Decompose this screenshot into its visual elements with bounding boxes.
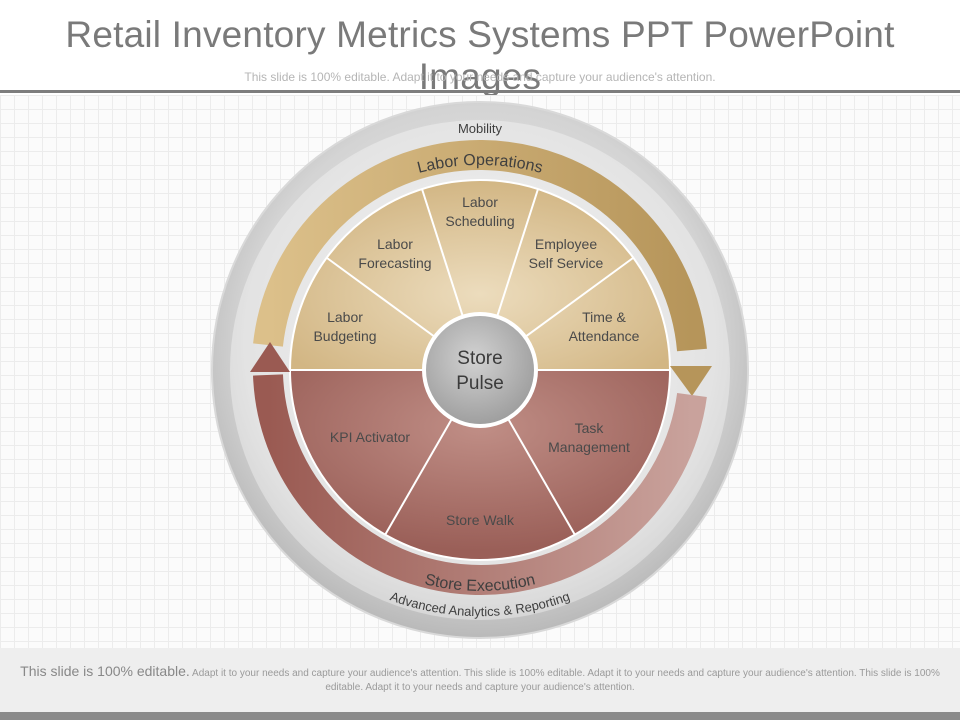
title-divider — [0, 90, 960, 93]
hub-label-line-2: Pulse — [456, 373, 504, 394]
outer-ring-top-label: Mobility — [458, 121, 503, 136]
store-execution-label: Store Execution — [423, 571, 537, 595]
retail-metrics-diagram: Mobility Labor Operations Store Executio… — [211, 101, 749, 639]
slide-title: Retail Inventory Metrics Systems PPT Pow… — [65, 14, 895, 97]
store-execution-arrowhead — [250, 342, 290, 372]
segment-store-walk: Store Walk — [446, 512, 515, 528]
footer-lead: This slide is 100% editable. — [20, 663, 190, 679]
footer-text: This slide is 100% editable. Adapt it to… — [20, 664, 940, 695]
segment-labor-budgeting-line-1: Labor — [327, 309, 363, 325]
segment-labor-scheduling-line-2: Scheduling — [445, 213, 514, 229]
store-pulse-hub — [422, 312, 538, 428]
execution-half — [288, 369, 672, 561]
segment-labor-forecasting-line-2: Forecasting — [358, 255, 431, 271]
footer-body: Adapt it to your needs and capture your … — [192, 668, 940, 693]
store-execution-arc — [253, 374, 707, 595]
footer-panel: This slide is 100% editable. Adapt it to… — [0, 648, 960, 712]
segment-time-attendance-line-2: Attendance — [569, 328, 640, 344]
slide-subtitle: This slide is 100% editable. Adapt it to… — [244, 70, 716, 84]
segment-task-management-line-1: Task — [575, 420, 605, 436]
labor-half — [288, 179, 672, 371]
segment-employee-self-service-line-2: Self Service — [529, 255, 604, 271]
segment-labor-budgeting-line-2: Budgeting — [313, 328, 376, 344]
segment-labor-forecasting-line-1: Labor — [377, 236, 413, 252]
segment-kpi-activator: KPI Activator — [330, 429, 410, 445]
bottom-bar — [0, 712, 960, 720]
segment-time-attendance-line-1: Time & — [582, 309, 626, 325]
hub-label-line-1: Store — [457, 348, 502, 369]
segment-employee-self-service-line-1: Employee — [535, 236, 597, 252]
segment-task-management-line-2: Management — [548, 439, 630, 455]
labor-operations-arc — [253, 139, 707, 352]
labor-operations-arrowhead — [670, 366, 712, 396]
diagram-canvas: Mobility Labor Operations Store Executio… — [0, 95, 960, 648]
labor-segments — [288, 179, 672, 371]
segment-labor-scheduling-line-1: Labor — [462, 194, 498, 210]
